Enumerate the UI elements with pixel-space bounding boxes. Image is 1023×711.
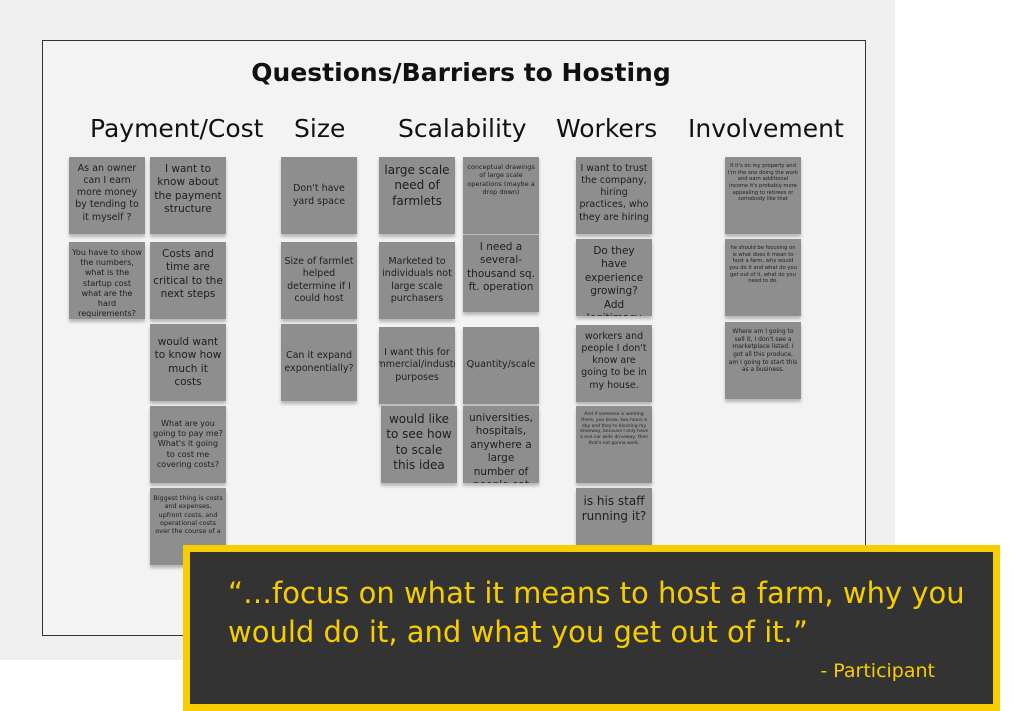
sticky-note[interactable]: What are you going to pay me? What's it … (150, 406, 226, 483)
sticky-note[interactable]: If it's on my property and I'm the one d… (725, 157, 801, 234)
sticky-note[interactable]: Don't have yard space (281, 157, 357, 234)
sticky-note[interactable]: Do they have experience growing? Add leg… (576, 239, 652, 316)
quote-attribution: - Participant (820, 660, 935, 682)
quote-callout: “…focus on what it means to host a farm,… (183, 545, 1000, 711)
sticky-note[interactable]: And if someone is working there, you kno… (576, 406, 652, 483)
sticky-note[interactable]: Marketed to individuals not large scale … (379, 242, 455, 319)
quote-text: “…focus on what it means to host a farm,… (228, 576, 965, 649)
sticky-note[interactable]: conceptual drawings of large scale opera… (463, 157, 539, 234)
column-heading-size: Size (294, 114, 346, 143)
sticky-note[interactable]: Where am I going to sell it, I don't see… (725, 322, 801, 399)
sticky-note[interactable]: he should be focusing on is what does it… (725, 239, 801, 316)
sticky-note[interactable]: I want to know about the payment structu… (150, 157, 226, 234)
sticky-note[interactable]: would want to know how much it costs (150, 324, 226, 401)
sticky-note[interactable]: Can it expand exponentially? (281, 324, 357, 401)
sticky-note[interactable]: I need a several-thousand sq. ft. operat… (463, 235, 539, 312)
sticky-note[interactable]: workers and people I don't know are goin… (576, 325, 652, 402)
sticky-note[interactable]: would like to see how to scale this idea (381, 406, 457, 483)
sticky-note[interactable]: As an owner can I earn more money by ten… (69, 157, 145, 234)
sticky-note[interactable]: large scale need of farmlets (379, 157, 455, 234)
column-heading-involvement: Involvement (688, 114, 844, 143)
column-heading-scalability: Scalability (398, 114, 527, 143)
column-heading-payment: Payment/Cost (90, 114, 264, 143)
sticky-note[interactable]: universities, hospitals, anywhere a larg… (463, 406, 539, 483)
board-title: Questions/Barriers to Hosting (251, 58, 671, 87)
column-heading-workers: Workers (556, 114, 658, 143)
sticky-note[interactable]: Quantity/scale (463, 327, 539, 404)
sticky-note[interactable]: Costs and time are critical to the next … (150, 242, 226, 319)
sticky-note[interactable]: I want this for commercial/industrial pu… (379, 327, 455, 404)
sticky-note[interactable]: I want to trust the company, hiring prac… (576, 157, 652, 234)
sticky-note[interactable]: Size of farmlet helped determine if I co… (281, 242, 357, 319)
sticky-note[interactable]: You have to show the numbers, what is th… (69, 242, 145, 319)
